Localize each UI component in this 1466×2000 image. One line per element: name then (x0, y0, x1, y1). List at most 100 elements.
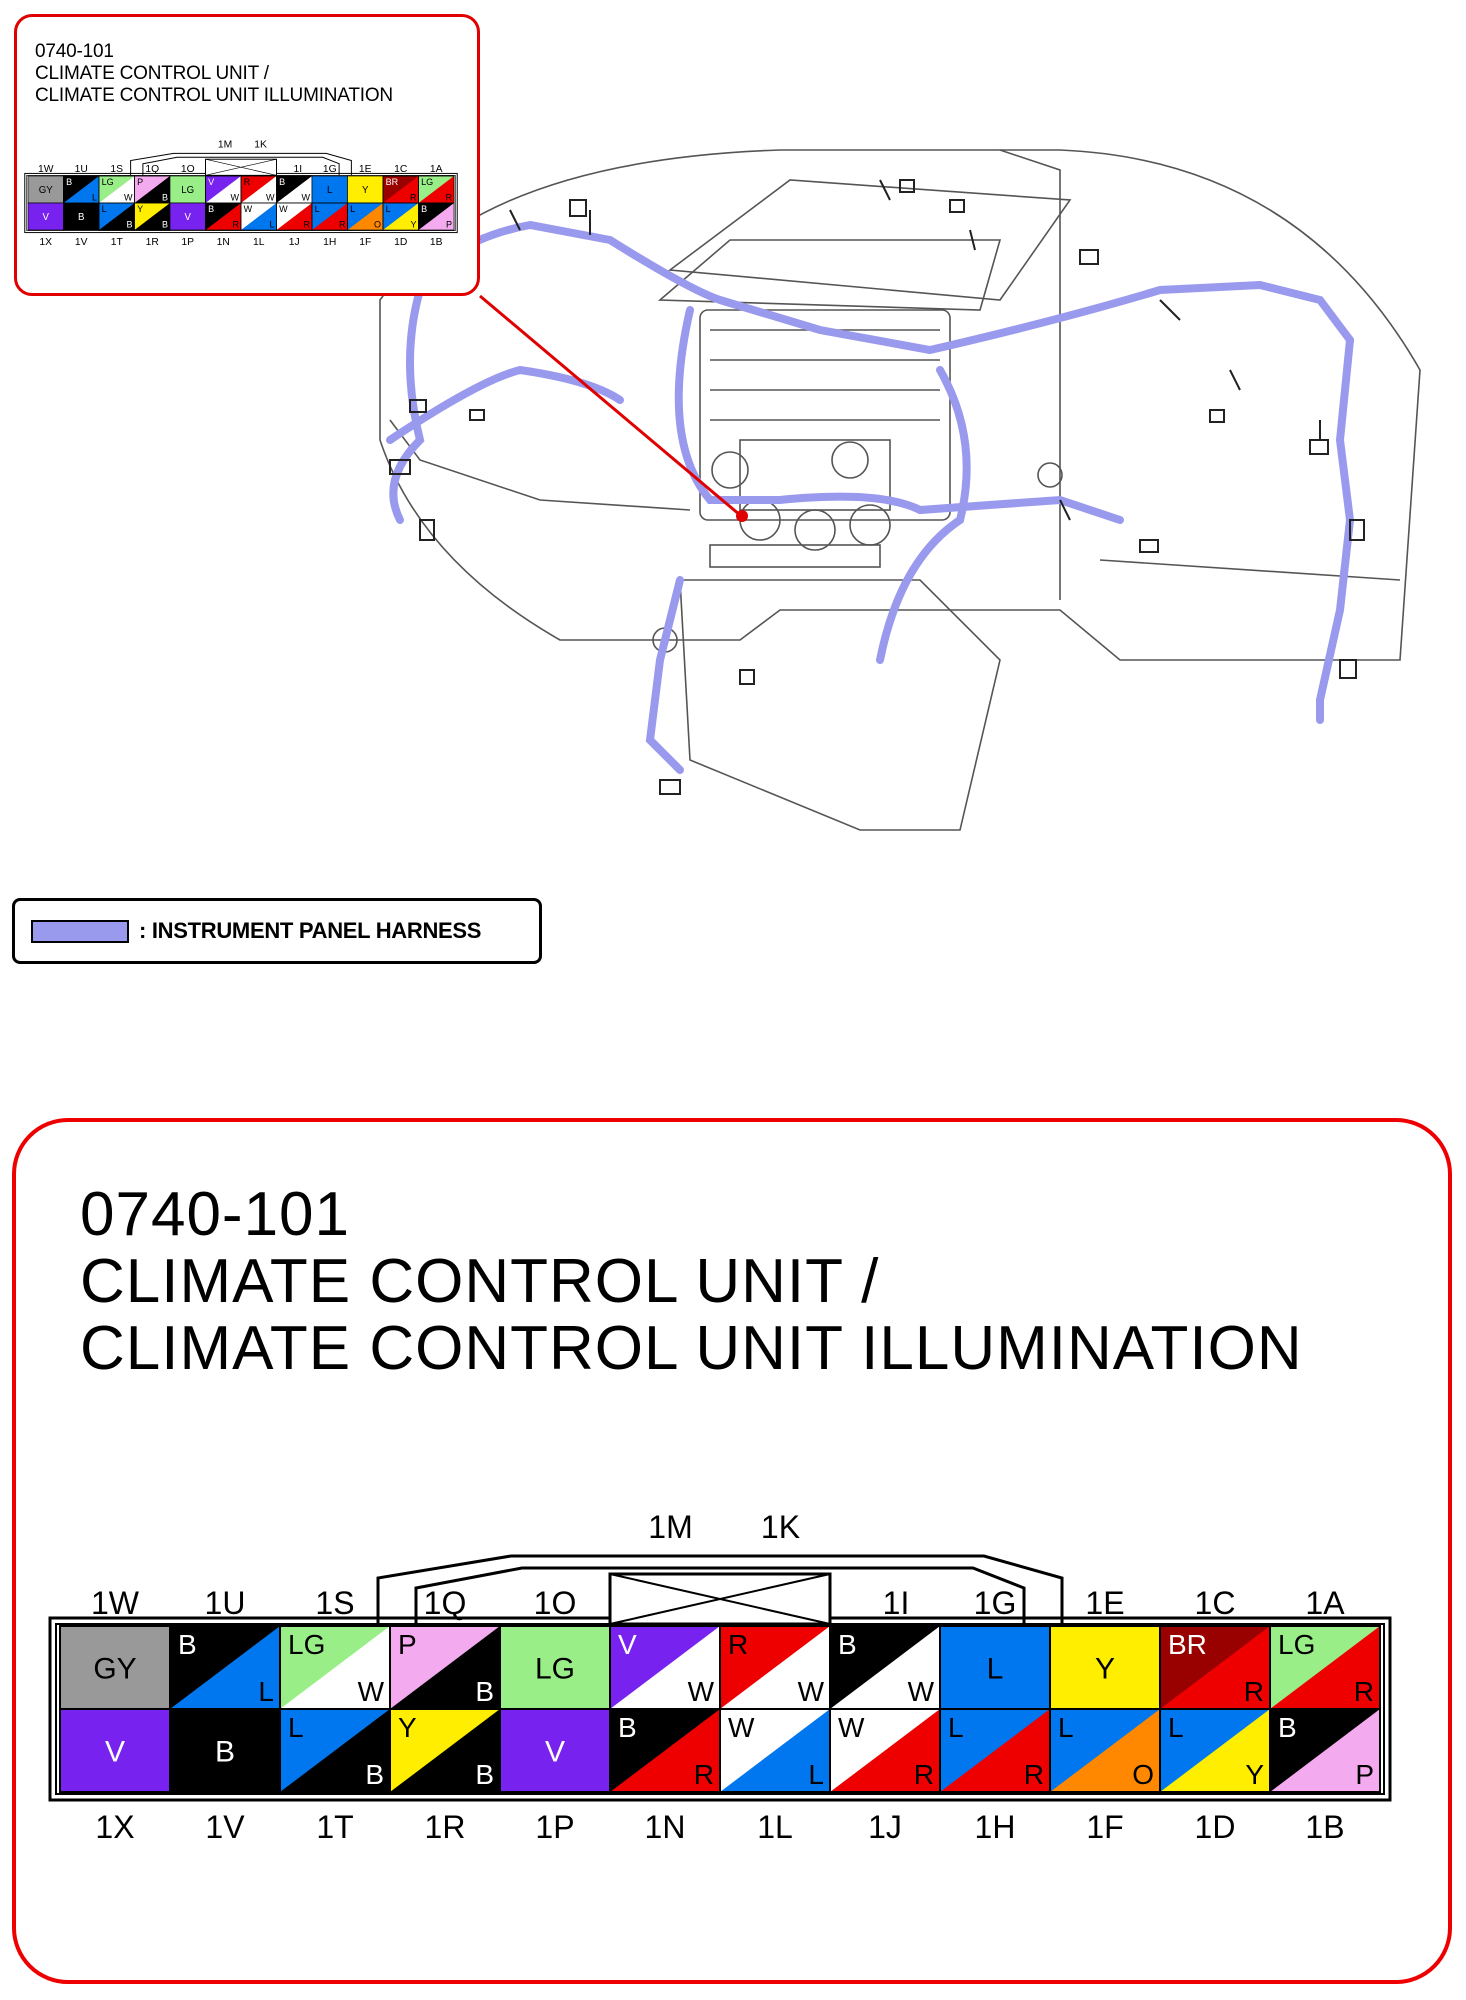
main-top-pin-10: Y (1049, 1625, 1161, 1710)
inset-bottom-pin-label-1B: 1B (430, 237, 443, 248)
main-bottom-pin-1: V (59, 1708, 171, 1793)
primary-color-code: R (728, 1629, 748, 1660)
inset-bottom-pin-9: LR (311, 202, 348, 231)
main-bottom-pin-10: LO (1049, 1708, 1161, 1793)
wire-color-primary (1049, 1625, 1161, 1710)
wire-color-secondary (1270, 1709, 1380, 1792)
inset-bottom-pin-label-1T: 1T (111, 237, 124, 248)
inset-bottom-pin-7: WL (240, 202, 277, 231)
primary-color-code: B (208, 204, 214, 214)
wire-color-primary (59, 1625, 171, 1710)
secondary-color-code: P (1355, 1759, 1374, 1790)
primary-color-code: L (1058, 1712, 1074, 1743)
main-bottom-pin-label-1H: 1H (975, 1809, 1016, 1845)
wire-color-secondary (383, 176, 419, 203)
primary-color-code: B (66, 177, 72, 187)
center-console-frame (699, 309, 951, 521)
secondary-color-code: R (446, 192, 453, 202)
wire-color-secondary (383, 203, 419, 230)
primary-color-code: L (948, 1712, 964, 1743)
main-bottom-pin-label-1P: 1P (535, 1809, 574, 1845)
inset-bottom-pin-1: V (27, 202, 64, 231)
main-top-pin-label-1W: 1W (91, 1585, 140, 1621)
secondary-color-code: W (798, 1676, 825, 1707)
main-top-pin-4: PB (389, 1625, 501, 1710)
upper-vent-panel (667, 179, 1072, 301)
main-top-pin-label-1U: 1U (205, 1585, 246, 1621)
harness-color-swatch (31, 920, 129, 943)
main-title-line1: CLIMATE CONTROL UNIT / (80, 1247, 880, 1316)
primary-color-code: V (105, 1736, 125, 1769)
connector-inset-box: 0740-101 CLIMATE CONTROL UNIT / CLIMATE … (14, 14, 480, 296)
secondary-color-code: W (266, 192, 275, 202)
inset-top-pin-label-1I: 1I (293, 164, 302, 175)
wire-color-secondary (1270, 1626, 1380, 1709)
secondary-color-code: B (365, 1759, 384, 1790)
wire-color-secondary (418, 176, 454, 203)
primary-color-code: Y (137, 204, 143, 214)
secondary-color-code: P (446, 219, 452, 229)
wire-color-secondary (134, 176, 170, 203)
inset-top-pin-label-1U: 1U (75, 164, 88, 175)
primary-color-code: V (43, 212, 50, 223)
secondary-color-code: B (475, 1676, 494, 1707)
wire-color-secondary (1160, 1626, 1270, 1709)
main-bottom-pin-label-1D: 1D (1195, 1809, 1236, 1845)
wire-color-primary (311, 175, 348, 204)
main-connector-latch-inner (414, 1566, 1026, 1624)
main-bottom-pin-label-1V: 1V (205, 1809, 245, 1845)
secondary-color-code: B (162, 192, 168, 202)
primary-color-code: BR (1168, 1629, 1207, 1660)
primary-color-code: LG (288, 1629, 325, 1660)
primary-color-code: L (288, 1712, 304, 1743)
inset-bottom-pin-label-1H: 1H (323, 237, 336, 248)
main-top-pin-label-1A: 1A (1305, 1585, 1345, 1621)
secondary-color-code: W (908, 1676, 935, 1707)
inset-top-pin-3: LGW (98, 175, 135, 204)
secondary-color-code: W (231, 192, 240, 202)
main-bottom-pin-8: WR (829, 1708, 941, 1793)
secondary-color-code: L (258, 1676, 274, 1707)
main-top-pin-7: RW (719, 1625, 831, 1710)
main-bottom-pin-label-1T: 1T (316, 1809, 353, 1845)
primary-color-code: V (545, 1736, 565, 1769)
wire-color-secondary (610, 1709, 720, 1792)
primary-color-code: L (102, 204, 107, 214)
primary-color-code: L (327, 185, 333, 196)
wire-color-secondary (390, 1626, 500, 1709)
secondary-color-code: B (475, 1759, 494, 1790)
wire-color-secondary (241, 203, 277, 230)
legend: : INSTRUMENT PANEL HARNESS (12, 898, 542, 964)
main-bottom-pin-label-1B: 1B (1305, 1809, 1344, 1845)
wire-color-secondary (830, 1626, 940, 1709)
inset-group-label-1K: 1K (254, 140, 267, 151)
inset-title-line2: CLIMATE CONTROL UNIT ILLUMINATION (35, 85, 393, 106)
primary-color-code: W (838, 1712, 865, 1743)
main-code: 0740-101 (80, 1180, 351, 1249)
primary-color-code: LG (421, 177, 433, 187)
main-bottom-pin-11: LY (1159, 1708, 1271, 1793)
main-top-pin-label-1I: 1I (883, 1585, 910, 1621)
main-top-pin-11: BR R (1159, 1625, 1271, 1710)
wire-color-secondary (170, 1626, 280, 1709)
wire-color-secondary (720, 1626, 830, 1709)
main-top-pin-1: GY (59, 1625, 171, 1710)
inset-bottom-pin-label-1N: 1N (217, 237, 230, 248)
wire-color-secondary (830, 1709, 940, 1792)
primary-color-code: V (208, 177, 214, 187)
main-bottom-pin-2: B (169, 1708, 281, 1793)
inset-bottom-pin-12: BP (418, 202, 455, 231)
wire-color-secondary (205, 203, 241, 230)
primary-color-code: B (618, 1712, 637, 1743)
main-top-pin-8: BW (829, 1625, 941, 1710)
inset-top-pin-label-1S: 1S (110, 164, 123, 175)
secondary-color-code: R (410, 192, 417, 202)
inset-top-pin-label-1C: 1C (394, 164, 408, 175)
main-top-pin-label-1Q: 1Q (424, 1585, 467, 1621)
secondary-color-code: W (358, 1676, 385, 1707)
main-bottom-pin-label-1L: 1L (757, 1809, 793, 1845)
primary-color-code: LG (102, 177, 114, 187)
secondary-color-code: R (1244, 1676, 1264, 1707)
primary-color-code: B (215, 1736, 235, 1769)
